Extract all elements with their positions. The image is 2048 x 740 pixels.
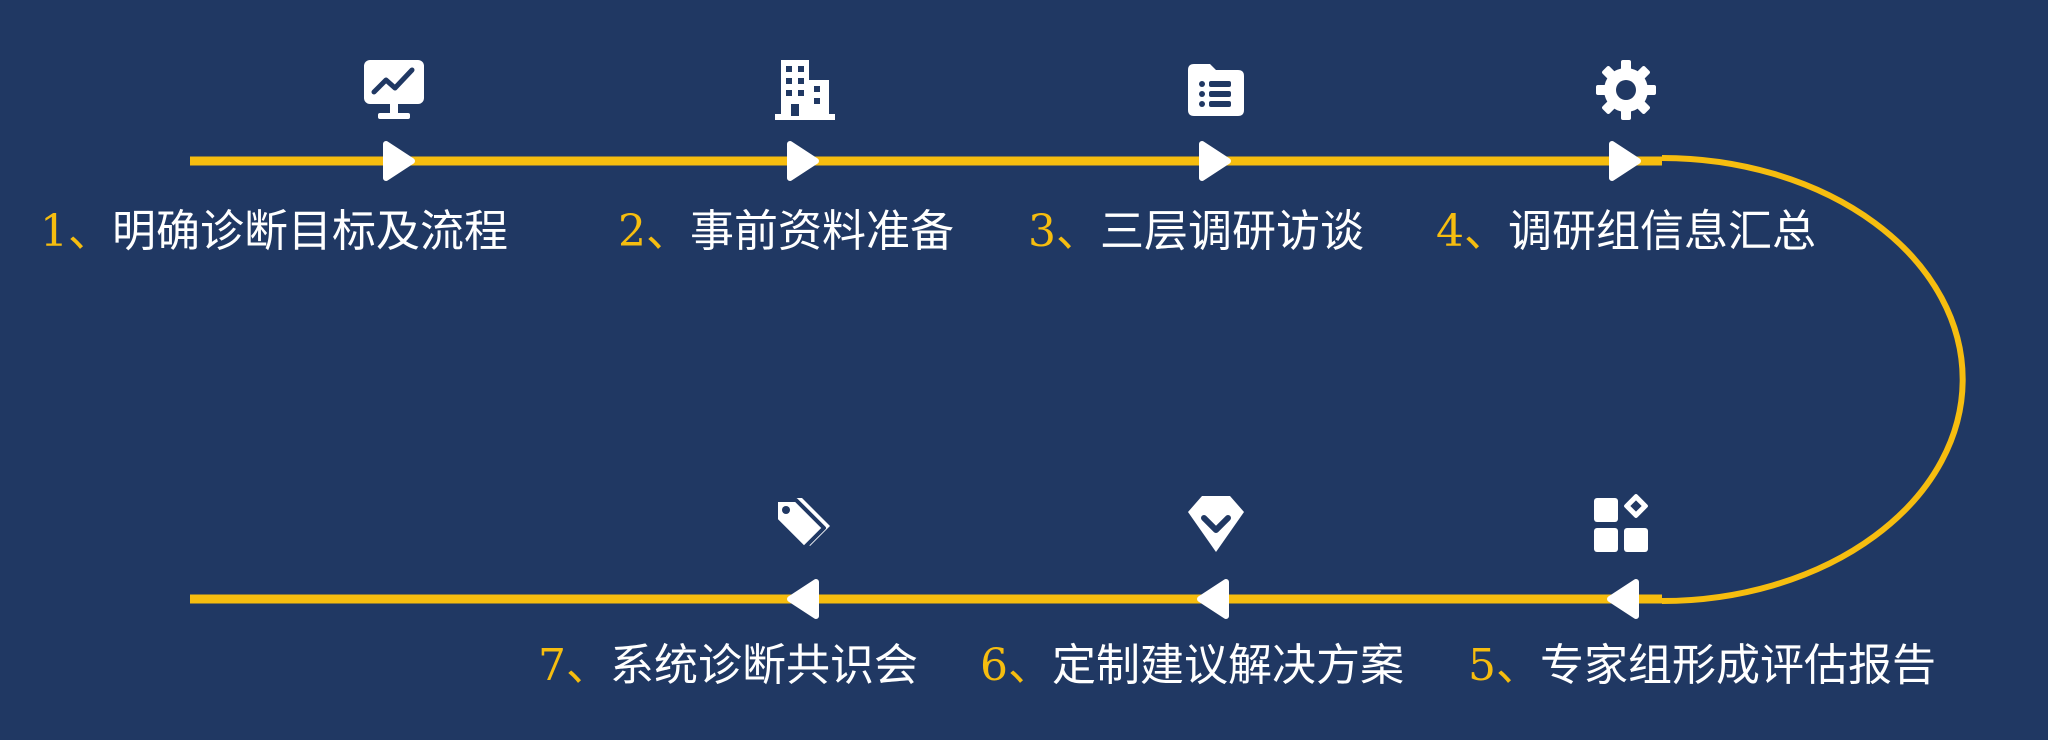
tags-icon [770, 492, 834, 556]
step-number-6: 6 [980, 640, 1008, 691]
step-label-3: 3、三层调研访谈 [1028, 202, 1364, 262]
arrow-right-2 [787, 141, 819, 181]
chevron-badge-icon [1184, 492, 1248, 556]
building-icon [773, 58, 837, 122]
step-text-7: 系统诊断共识会 [610, 640, 918, 691]
step-separator-3: 、 [1056, 206, 1100, 257]
step-number-1: 1 [40, 206, 68, 257]
arrow-left-6 [1197, 579, 1229, 619]
step-text-4: 调研组信息汇总 [1508, 206, 1816, 257]
monitor-chart-icon [362, 58, 426, 122]
step-separator-4: 、 [1464, 206, 1508, 257]
arrow-left-7 [787, 579, 819, 619]
step-text-5: 专家组形成评估报告 [1540, 640, 1936, 691]
step-label-7: 7、系统诊断共识会 [538, 636, 918, 696]
step-number-7: 7 [538, 640, 566, 691]
step-separator-6: 、 [1008, 640, 1052, 691]
arrow-left-5 [1607, 579, 1639, 619]
step-label-6: 6、定制建议解决方案 [980, 636, 1404, 696]
step-label-1: 1、明确诊断目标及流程 [40, 202, 508, 262]
step-number-3: 3 [1028, 206, 1056, 257]
step-separator-5: 、 [1496, 640, 1540, 691]
step-label-2: 2、事前资料准备 [618, 202, 954, 262]
step-text-2: 事前资料准备 [690, 206, 954, 257]
step-text-6: 定制建议解决方案 [1052, 640, 1404, 691]
track-curve [1661, 155, 1966, 604]
step-separator-2: 、 [646, 206, 690, 257]
arrow-right-3 [1199, 141, 1231, 181]
app-grid-icon [1590, 492, 1654, 556]
step-number-4: 4 [1436, 206, 1464, 257]
arrow-right-4 [1609, 141, 1641, 181]
step-text-1: 明确诊断目标及流程 [112, 206, 508, 257]
folder-list-icon [1184, 58, 1248, 122]
step-label-5: 5、专家组形成评估报告 [1468, 636, 1936, 696]
step-number-5: 5 [1468, 640, 1496, 691]
arrow-right-1 [383, 141, 415, 181]
step-text-3: 三层调研访谈 [1100, 206, 1364, 257]
step-separator-7: 、 [566, 640, 610, 691]
step-separator-1: 、 [68, 206, 112, 257]
step-label-4: 4、调研组信息汇总 [1436, 202, 1816, 262]
step-number-2: 2 [618, 206, 646, 257]
gear-icon [1594, 58, 1658, 122]
